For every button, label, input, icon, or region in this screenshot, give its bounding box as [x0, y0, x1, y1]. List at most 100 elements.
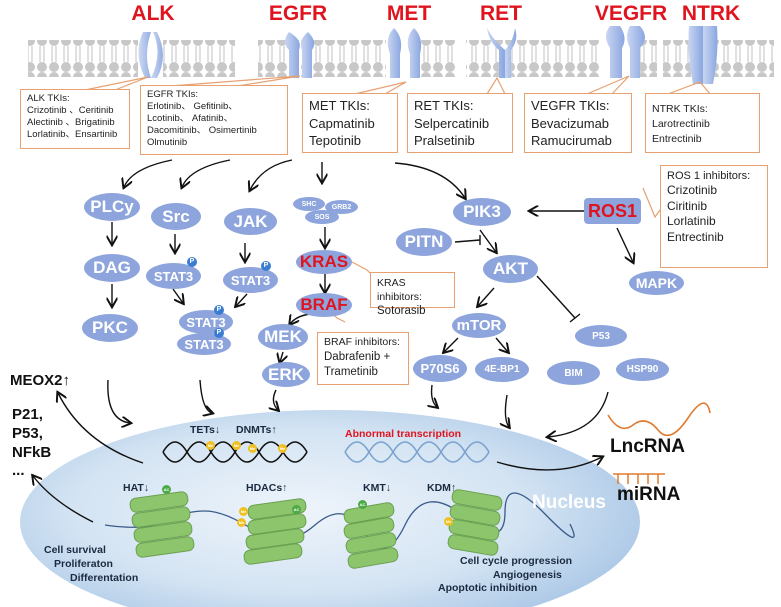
cell-membrane — [28, 40, 774, 77]
lncrna-label: LncRNA — [610, 436, 685, 457]
box-title: RET TKIs: — [414, 98, 474, 113]
gene: NFkB — [12, 443, 52, 461]
outcome: Angiogenesis — [493, 568, 562, 581]
drug: Tepotinib — [309, 133, 362, 149]
drug: Selpercatinib — [414, 115, 490, 131]
phospho-badge: P — [261, 261, 271, 271]
node-jak: JAK — [224, 208, 277, 235]
box-title: MET TKIs: — [309, 98, 370, 113]
up-arrow-icon: ↑ — [450, 482, 457, 494]
kras-inhibitors-box: KRAS inhibitors: Sotorasib — [370, 272, 455, 317]
acetyl-mark-icon: AC — [292, 505, 301, 514]
drug: Dacomitinib、 Osimertinib — [147, 124, 257, 136]
hdacs-label: HDACs↑ — [246, 482, 287, 494]
drug: Trametinib — [324, 365, 378, 378]
histones — [129, 489, 503, 569]
hdacs-text: HDACs — [246, 482, 283, 494]
drug: Olmutinib — [147, 136, 188, 148]
receptor-vegfr-shape — [606, 26, 645, 78]
dnmts-label: DNMTs↑ — [236, 424, 277, 436]
receptor-title-ntrk: NTRK — [681, 2, 741, 25]
node-stat3-dimer-top: STAT3 — [179, 310, 233, 334]
methyl-mark-icon: Me — [237, 518, 246, 527]
drug: Ciritinib — [667, 198, 708, 213]
kdm-text: KDM — [427, 482, 451, 494]
alk-inhibitors-box: ALK TKIs: Crizotinib 、Ceritinib Alectini… — [20, 89, 130, 149]
hat-text: HAT — [123, 482, 144, 494]
tets-text: TETs — [190, 424, 215, 436]
box-title: ALK TKIs: — [27, 93, 70, 104]
dnmts-text: DNMTs — [236, 424, 272, 436]
histone-4 — [447, 489, 503, 556]
outcome: Proliferaton — [54, 558, 113, 571]
drug: Larotrectinib — [652, 118, 710, 131]
gene: P21, — [12, 406, 43, 423]
receptor-ret-shape — [487, 28, 517, 78]
box-title: VEGFR TKIs: — [531, 98, 610, 113]
nucleus-shape — [20, 410, 640, 607]
box-title: ROS 1 inhibitors: — [667, 170, 751, 182]
box-title: BRAF inhibitors: — [324, 336, 400, 348]
node-src: Src — [151, 203, 201, 230]
receptor-title-met: MET — [386, 2, 432, 25]
drug: Lcotinib、 Afatinib、 — [147, 112, 234, 124]
vegfr-inhibitors-box: VEGFR TKIs: Bevacizumab Ramucirumab — [524, 93, 632, 153]
ret-inhibitors-box: RET TKIs: Selpercatinib Pralsetinib — [407, 93, 513, 153]
drug: Dabrafenib + — [324, 350, 391, 363]
node-bim: BIM — [547, 361, 600, 385]
node-braf: BRAF — [296, 293, 352, 317]
nucleus-label: Nucleus — [532, 492, 606, 513]
receptor-egfr-shape — [285, 32, 315, 78]
node-pitn: PITN — [396, 228, 452, 256]
methyl-mark-icon: Me — [444, 517, 453, 526]
outcome: Apoptotic inhibition — [438, 582, 538, 595]
kmt-label: KMT↓ — [363, 482, 391, 494]
receptor-title-ret: RET — [480, 2, 522, 25]
node-pik3: PIK3 — [453, 198, 511, 226]
gene: ... — [12, 462, 25, 480]
node-grb2: GRB2 — [325, 200, 358, 214]
receptor-title-egfr: EGFR — [268, 2, 328, 25]
egfr-inhibitors-box: EGFR TKIs: Erlotinib、 Gefitinib、 Lcotini… — [140, 85, 288, 155]
drug: Erlotinib、 Gefitinib、 — [147, 100, 238, 112]
kmt-text: KMT — [363, 482, 386, 494]
node-stat3-jak: STAT3 — [223, 267, 278, 293]
methyl-mark-icon: Me — [239, 507, 248, 516]
pathway-arrows — [33, 159, 633, 523]
meox2-text: MEOX2 — [10, 372, 63, 389]
node-shc: SHC — [293, 197, 325, 211]
ntrk-inhibitors-box: NTRK TKIs: Larotrectinib Entrectinib — [645, 93, 760, 153]
outcome: Cell cycle progression — [460, 555, 573, 567]
node-akt: AKT — [483, 255, 538, 283]
mirna-strand — [613, 473, 665, 484]
receptor-title-vegfr: VEGFR — [594, 2, 668, 25]
drug: Lorlatinib、Ensartinib — [27, 128, 118, 140]
acetyl-mark-icon: AC — [358, 500, 367, 509]
drug: Entrectinib — [652, 133, 702, 146]
node-dag: DAG — [84, 254, 140, 282]
methyl-mark-icon: Me — [206, 441, 215, 450]
inhibition-lines — [454, 235, 581, 323]
ros1-inhibitors-box: ROS 1 inhibitors: Crizotinib Ciritinib L… — [660, 165, 768, 268]
up-arrow-icon: ↑ — [62, 372, 71, 389]
histone-2 — [243, 498, 307, 565]
dna-helix-abnormal — [344, 441, 490, 463]
hat-label: HAT↓ — [123, 482, 149, 494]
outcomes-right: Cell cycle progression Angiogenesis Apop… — [438, 555, 572, 596]
drug: Crizotinib 、Ceritinib — [27, 104, 114, 116]
drug: Sotorasib — [377, 305, 426, 318]
node-stat3-dimer-bottom: STAT3 — [177, 333, 231, 355]
node-pkc: PKC — [82, 314, 138, 342]
lncrna-strand — [607, 402, 711, 437]
phospho-badge: P — [187, 257, 197, 267]
node-p53: P53 — [575, 325, 627, 347]
abnormal-transcription-label: Abnormal transcription — [345, 428, 462, 440]
outcome: Differentation — [70, 572, 139, 585]
drug: Ramucirumab — [531, 133, 612, 149]
up-arrow-icon: ↑ — [271, 424, 277, 436]
down-arrow-icon: ↓ — [385, 482, 391, 494]
histone-3 — [343, 502, 399, 569]
box-title: NTRK TKIs: — [652, 103, 708, 115]
histone-1 — [129, 491, 195, 558]
